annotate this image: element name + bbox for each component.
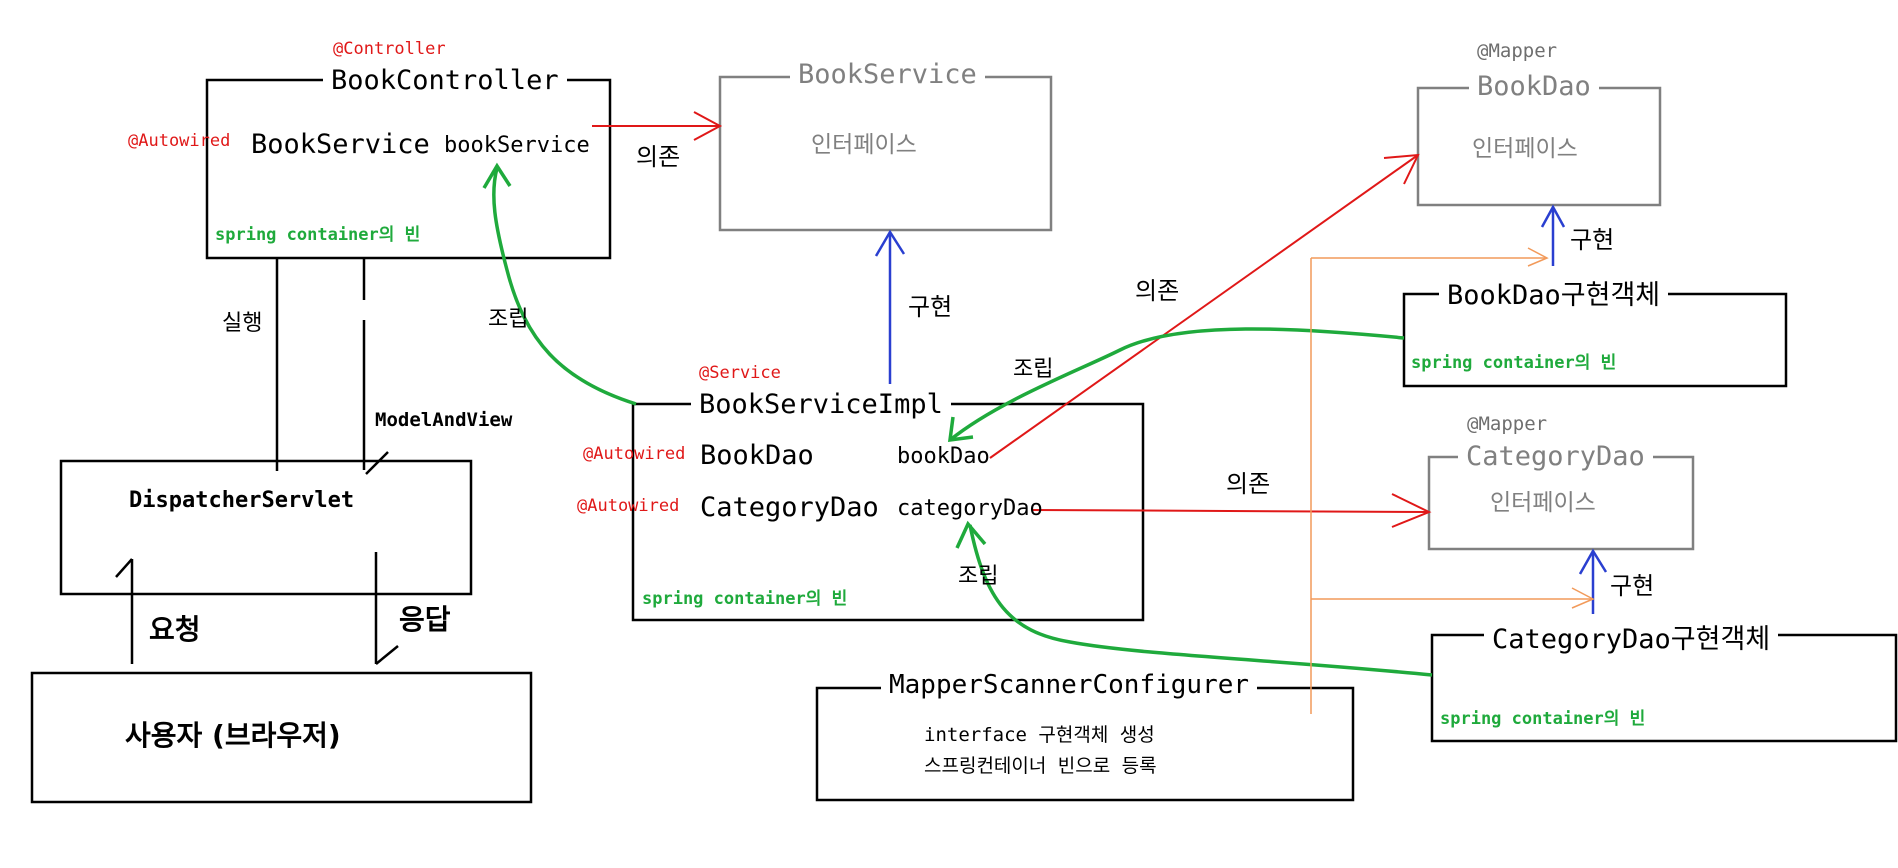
model-and-view-label: ModelAndView <box>375 409 513 431</box>
controller-annotation: @Controller <box>333 39 446 59</box>
service-field1-name: bookDao <box>897 444 990 469</box>
mapper-scanner-lines <box>1310 247 1595 714</box>
book-dao-title: BookDao <box>1469 73 1599 100</box>
dependency-arrows <box>592 111 1432 528</box>
controller-field-name: bookService <box>444 133 590 158</box>
controller-field-type: BookService <box>251 129 430 160</box>
service-field1-type: BookDao <box>700 440 814 471</box>
service-field1-annotation: @Autowired <box>583 444 686 464</box>
user-box <box>30 671 533 804</box>
http-flow-lines <box>115 258 399 665</box>
depends-service-label: 의존 <box>636 143 681 171</box>
service-field2-type: CategoryDao <box>700 492 879 523</box>
category-dao-impl-bean-label: spring container의 빈 <box>1440 709 1646 729</box>
controller-field-annotation: @Autowired <box>128 131 231 151</box>
user-title: 사용자 (브라우저) <box>125 719 341 752</box>
implements-categorydao-label: 구현 <box>1610 572 1655 600</box>
service-bean-label: spring container의 빈 <box>642 589 848 609</box>
depends-categorydao-label: 의존 <box>1226 470 1271 498</box>
book-service-title: BookService <box>790 61 985 88</box>
implements-service-label: 구현 <box>908 293 953 321</box>
assemble-bookdao-label: 조립 <box>1013 357 1054 382</box>
mapper-scanner-line1: interface 구현객체 생성 <box>924 724 1155 746</box>
category-dao-title: CategoryDao <box>1458 443 1653 470</box>
category-dao-annotation: @Mapper <box>1467 413 1548 435</box>
response-label: 응답 <box>399 603 451 636</box>
implementation-arrows <box>874 204 1608 614</box>
book-dao-annotation: @Mapper <box>1477 40 1558 62</box>
mapper-scanner-line2: 스프링컨테이너 빈으로 등록 <box>924 755 1157 777</box>
implements-bookdao-label: 구현 <box>1570 226 1615 254</box>
execute-label: 실행 <box>222 311 263 336</box>
mapper-scanner-title: MapperScannerConfigurer <box>881 672 1258 698</box>
book-dao-subtitle: 인터페이스 <box>1472 136 1578 162</box>
assemble-controller-label: 조립 <box>488 307 529 332</box>
dispatcher-box <box>59 459 473 596</box>
book-service-subtitle: 인터페이스 <box>811 132 917 158</box>
assembly-arrows <box>482 162 1433 677</box>
book-dao-impl-title: BookDao구현객체 <box>1439 282 1669 309</box>
service-impl-title: BookServiceImpl <box>691 391 951 418</box>
service-field2-name: categoryDao <box>897 496 1043 521</box>
service-annotation: @Service <box>699 363 781 383</box>
book-controller-title: BookController <box>323 67 567 94</box>
request-label: 요청 <box>149 613 201 646</box>
category-dao-impl-title: CategoryDao구현객체 <box>1484 626 1779 653</box>
depends-bookdao-label: 의존 <box>1135 277 1180 305</box>
book-dao-impl-bean-label: spring container의 빈 <box>1411 353 1617 373</box>
category-dao-subtitle: 인터페이스 <box>1490 490 1596 516</box>
dispatcher-title: DispatcherServlet <box>129 488 355 513</box>
assemble-categorydao-label: 조립 <box>958 564 999 589</box>
controller-bean-label: spring container의 빈 <box>215 225 421 245</box>
service-field2-annotation: @Autowired <box>577 496 680 516</box>
